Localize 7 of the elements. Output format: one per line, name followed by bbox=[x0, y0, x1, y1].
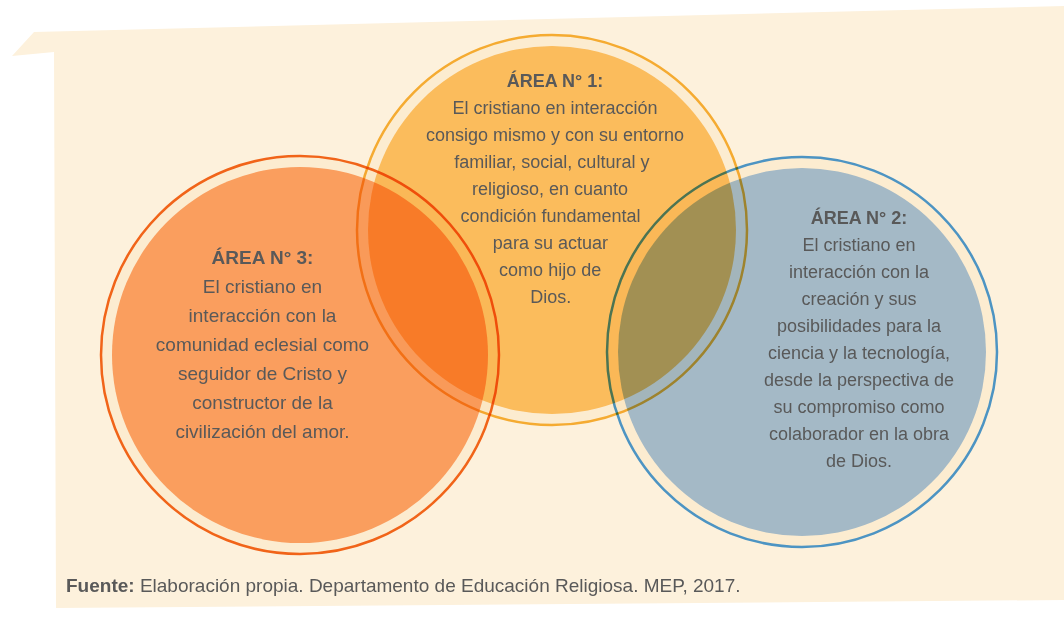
area-heading: ÁREA N° 2: bbox=[809, 206, 909, 230]
source-caption: Fuente: Elaboración propia. Departamento de Educación Religiosa. MEP, 2017. bbox=[66, 575, 741, 597]
area-description: El cristiano en interacción con la comunidad eclesial como seguidor de Cristo y constructor de la civilización del amor. bbox=[155, 275, 370, 444]
area-description: El cristiano en interacción consigo mismo y con su entorno familiar, social, cultural y religioso, en cuanto condición fundamental para su actuar como hijo de Dios. bbox=[424, 97, 686, 309]
area-heading: ÁREA N° 3: bbox=[210, 246, 315, 270]
area-description: El cristiano en interacción con la creación y sus posibilidades para la ciencia y la tecnología, desde la perspectiva de su compromiso como colaborador en la obra de Dios. bbox=[762, 234, 956, 473]
area-heading: ÁREA N° 1: bbox=[505, 69, 605, 93]
